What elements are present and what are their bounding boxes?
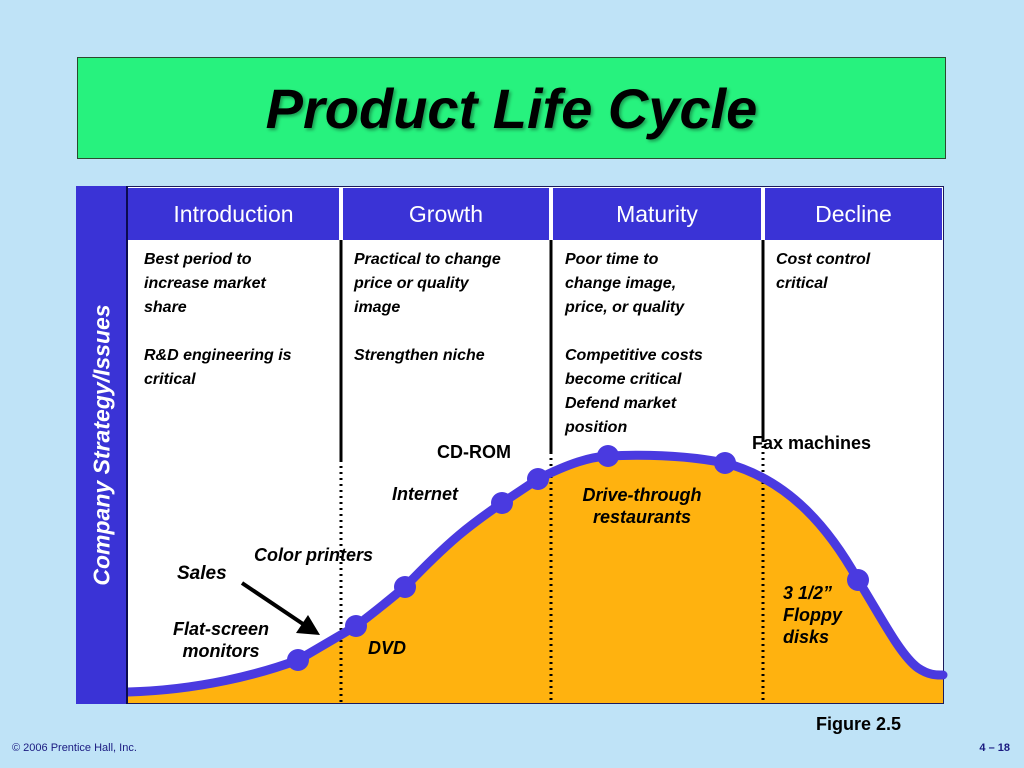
- dot-color-printers: [394, 576, 416, 598]
- label-dvd: DVD: [368, 638, 407, 658]
- footer-copyright: © 2006 Prentice Hall, Inc.: [12, 742, 137, 754]
- stage-header-introduction: Introduction: [128, 188, 339, 240]
- label-drive-through: Drive-through restaurants: [582, 485, 702, 527]
- dot-dvd: [345, 615, 367, 637]
- label-floppy-disks: 3 1/2” Floppy disks: [783, 583, 842, 647]
- stage-header-decline: Decline: [765, 188, 942, 240]
- dot-drive-through: [597, 445, 619, 467]
- stage-header-growth: Growth: [343, 188, 549, 240]
- label-fax-machines: Fax machines: [752, 433, 872, 453]
- label-color-printers: Color printers: [254, 545, 374, 565]
- figure-caption: Figure 2.5: [816, 714, 902, 734]
- label-flat-screen: Flat-screen monitors: [172, 619, 270, 661]
- notes-growth: Practical to change price or quality ima…: [354, 251, 501, 364]
- page-title: Product Life Cycle: [265, 76, 758, 140]
- dot-internet: [491, 492, 513, 514]
- dot-flat-screen: [287, 649, 309, 671]
- sales-arrow: [240, 581, 308, 628]
- dot-floppy: [847, 569, 869, 591]
- notes-maturity: Poor time to change image, price, or qua…: [565, 251, 703, 436]
- footer-page-number: 4 – 18: [979, 742, 1010, 754]
- stage-header-maturity: Maturity: [553, 188, 761, 240]
- notes-introduction: Best period to increase market share R&D…: [144, 251, 292, 388]
- sales-arrow-head: [296, 615, 320, 635]
- sales-area-fill: [128, 455, 943, 703]
- sales-label: Sales: [177, 563, 227, 584]
- notes-decline: Cost control critical: [776, 251, 871, 292]
- dot-cd-rom: [527, 468, 549, 490]
- title-banner: Product Life Cycle: [77, 57, 946, 159]
- label-cd-rom: CD-ROM: [437, 442, 511, 462]
- side-label: Company Strategy/Issues: [88, 304, 115, 586]
- dot-fax: [714, 452, 736, 474]
- side-bar: [76, 186, 128, 704]
- label-internet: Internet: [392, 484, 459, 504]
